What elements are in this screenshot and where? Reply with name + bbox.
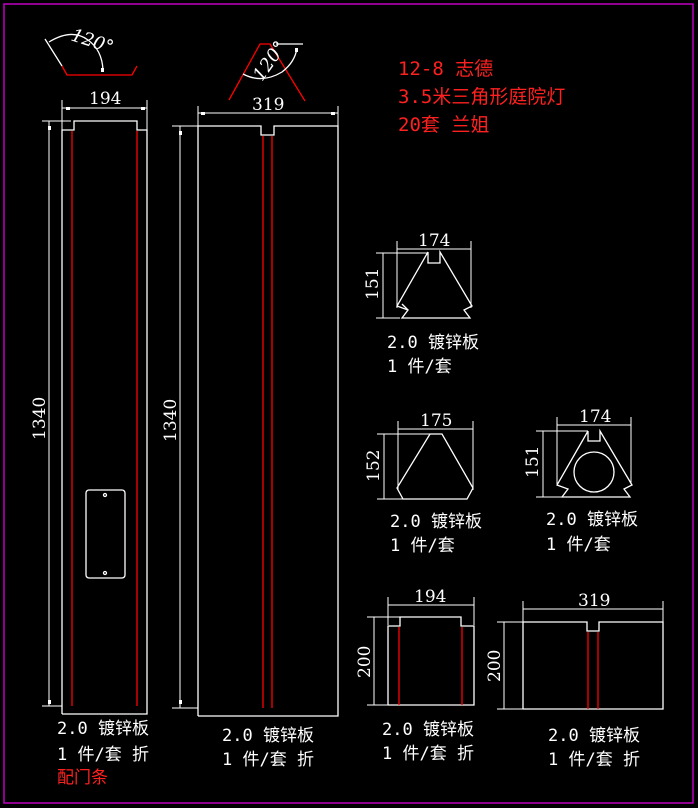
width-dim: 319 <box>252 95 284 115</box>
part-label-line2: 1 件/套 折 <box>57 745 149 765</box>
width-dim: 319 <box>578 591 610 611</box>
part-label-line2: 1 件/套 <box>387 357 452 377</box>
part-label-line2: 1 件/套 折 <box>382 744 474 764</box>
part-label-line2: 1 件/套 折 <box>548 750 640 770</box>
part-short-strip: 194 200 2.0 镀锌板 1 件/套 折 <box>355 587 475 764</box>
part-label-line1: 2.0 镀锌板 <box>390 512 482 532</box>
height-dim: 151 <box>523 446 543 478</box>
part-label-line2: 1 件/套 <box>390 536 455 556</box>
part-triangle-b: 175 152 2.0 镀锌板 1 件/套 <box>364 411 482 556</box>
part-label-line1: 2.0 镀锌板 <box>382 720 474 740</box>
part-triangle-a: 174 151 2.0 镀锌板 1 件/套 <box>363 231 479 377</box>
part-label-line1: 2.0 镀锌板 <box>57 719 149 739</box>
drawing-border <box>3 3 694 804</box>
part-label-line1: 2.0 镀锌板 <box>387 333 479 353</box>
title-notes: 12-8 志德 3.5米三角形庭院灯 20套 兰姐 <box>398 58 565 136</box>
note-line-3: 20套 兰姐 <box>398 114 489 136</box>
height-dim: 200 <box>485 650 505 682</box>
height-dim: 152 <box>364 450 384 482</box>
door-opening <box>85 489 126 579</box>
part-label-line1: 2.0 镀锌板 <box>222 726 314 746</box>
part-triangle-c: 174 151 2.0 镀锌板 1 件/套 <box>523 407 638 555</box>
part-label-line1: 2.0 镀锌板 <box>548 726 640 746</box>
width-dim: 174 <box>418 231 450 251</box>
part-label-line3: 配门条 <box>57 768 108 788</box>
width-dim: 194 <box>414 587 446 607</box>
part-label-line2: 1 件/套 <box>546 535 611 555</box>
part-door-strip: 120° 194 1340 2.0 镀锌板 1 件/套 折 配门条 <box>30 25 149 788</box>
width-dim: 194 <box>89 89 121 109</box>
width-dim: 174 <box>579 407 611 427</box>
angle-profile: 120° <box>44 25 138 76</box>
part-short-panel: 319 200 2.0 镀锌板 1 件/套 折 <box>485 591 664 770</box>
note-line-1: 12-8 志德 <box>398 58 493 80</box>
part-label-line2: 1 件/套 折 <box>222 750 314 770</box>
height-dim: 1340 <box>30 397 50 440</box>
height-dim: 1340 <box>161 399 181 442</box>
angle-label: 120° <box>68 25 116 58</box>
height-dim: 151 <box>363 268 383 300</box>
height-dim: 200 <box>355 646 375 678</box>
angle-profile: 120° <box>228 37 306 102</box>
lamp-hole <box>573 451 615 493</box>
part-label-line1: 2.0 镀锌板 <box>546 510 638 530</box>
width-dim: 175 <box>420 411 452 431</box>
note-line-2: 3.5米三角形庭院灯 <box>398 86 565 108</box>
part-main-panel: 120° 319 1340 2.0 镀锌板 1 件/套 折 <box>161 37 339 770</box>
